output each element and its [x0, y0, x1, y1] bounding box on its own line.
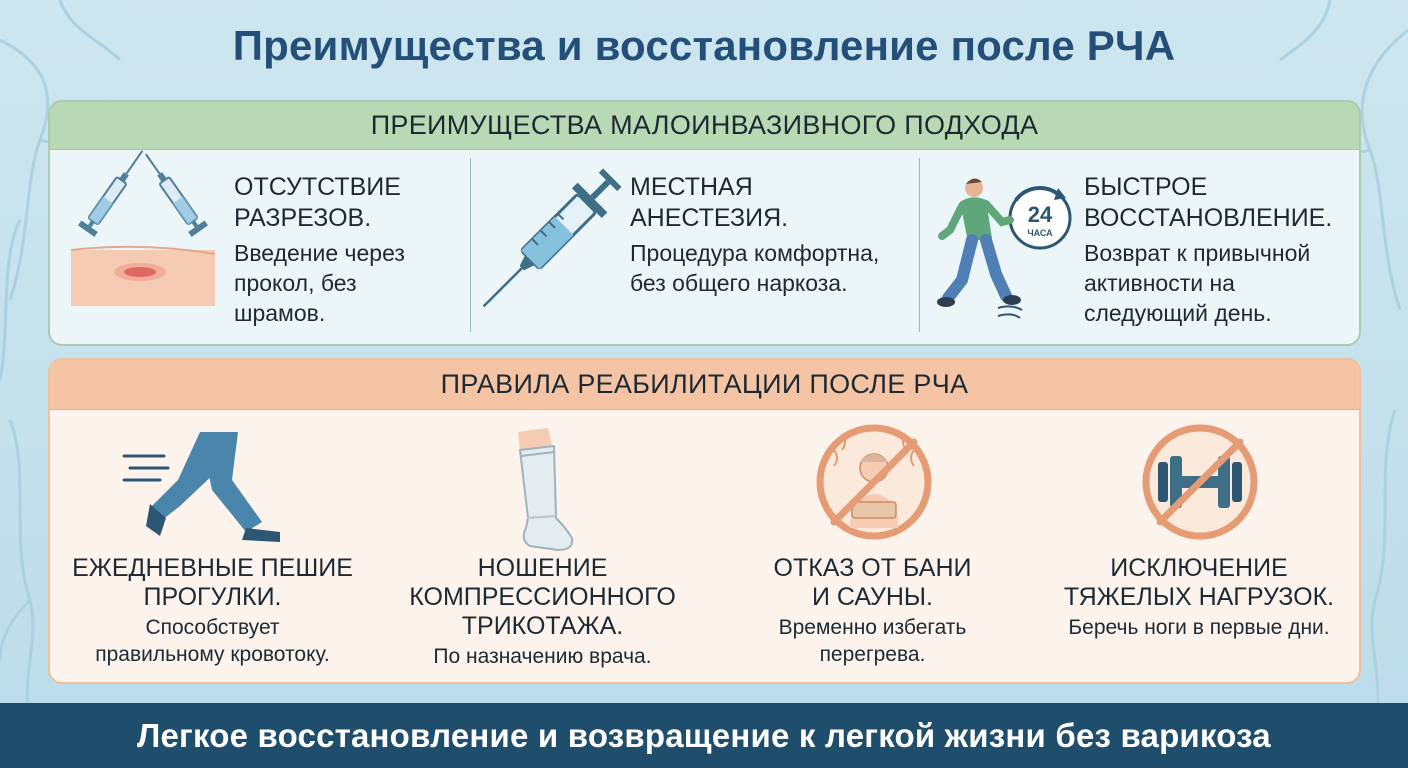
- rule-title: ИСКЛЮЧЕНИЕ: [1110, 554, 1288, 582]
- advantage-fast-recovery: 24 ЧАСА БЫСТРОЕ ВОССТАНОВЛЕНИЕ. Возврат …: [932, 150, 1357, 340]
- advantage-title: ВОССТАНОВЛЕНИЕ.: [1084, 204, 1333, 232]
- injection-skin-icon: [70, 150, 216, 306]
- rule-desc: перегрева.: [819, 643, 926, 666]
- advantage-desc: Процедура комфортна,: [630, 240, 880, 266]
- rule-desc: Временно избегать: [778, 616, 967, 639]
- syringe-icon: [482, 168, 622, 308]
- rule-no-heavy-loads: ИСКЛЮЧЕНИЕ ТЯЖЕЛЫХ НАГРУЗОК. Беречь ноги…: [1040, 410, 1358, 680]
- divider: [919, 158, 920, 332]
- rules-header: ПРАВИЛА РЕАБИЛИТАЦИИ ПОСЛЕ РЧА: [50, 360, 1359, 410]
- advantage-title: РАЗРЕЗОВ.: [234, 204, 372, 232]
- advantage-desc: без общего наркоза.: [630, 270, 848, 296]
- rule-title: НОШЕНИЕ: [477, 554, 608, 582]
- advantage-title: МЕСТНАЯ: [630, 173, 753, 201]
- advantage-local-anesthesia: МЕСТНАЯ АНЕСТЕЗИЯ. Процедура комфортна, …: [480, 150, 910, 340]
- rule-compression-wear: НОШЕНИЕ КОМПРЕССИОННОГО ТРИКОТАЖА. По на…: [380, 410, 705, 680]
- rule-title: КОМПРЕССИОННОГО: [409, 583, 676, 611]
- rule-title: ПРОГУЛКИ.: [143, 583, 282, 611]
- advantage-no-incisions: ОТСУТСТВИЕ РАЗРЕЗОВ. Введение через прок…: [68, 150, 468, 340]
- walking-legs-icon: [122, 432, 280, 542]
- advantages-panel: ПРЕИМУЩЕСТВА МАЛОИНВАЗИВНОГО ПОДХОДА: [48, 100, 1361, 346]
- rule-desc: Способствует: [145, 616, 280, 639]
- clock-unit: ЧАСА: [1027, 228, 1053, 238]
- rule-desc: Беречь ноги в первые дни.: [1068, 616, 1330, 639]
- advantage-desc: Введение через: [234, 240, 405, 266]
- rule-title: ТРИКОТАЖА.: [461, 612, 624, 640]
- rule-no-sauna: ОТКАЗ ОТ БАНИ И САУНЫ. Временно избегать…: [710, 410, 1035, 680]
- clock-number: 24: [1028, 202, 1053, 227]
- rule-daily-walks: ЕЖЕДНЕВНЫЕ ПЕШИЕ ПРОГУЛКИ. Способствует …: [50, 410, 375, 680]
- rehab-rules-panel: ПРАВИЛА РЕАБИЛИТАЦИИ ПОСЛЕ РЧА ЕЖЕДНЕВНЫ…: [48, 358, 1361, 684]
- rule-title: ОТКАЗ ОТ БАНИ: [773, 554, 972, 582]
- page-title: Преимущества и восстановление после РЧА: [232, 22, 1176, 69]
- rule-desc: правильному кровотоку.: [95, 643, 330, 666]
- walking-person-clock-icon: 24 ЧАСА: [937, 178, 1072, 319]
- compression-stocking-icon: [518, 428, 574, 552]
- advantage-title: АНЕСТЕЗИЯ.: [630, 204, 789, 232]
- advantage-title: ОТСУТСТВИЕ: [234, 173, 401, 201]
- no-dumbbell-icon: [1142, 424, 1258, 540]
- rule-title: И САУНЫ.: [811, 583, 933, 611]
- no-sauna-icon: [816, 424, 932, 540]
- advantage-desc: следующий день.: [1084, 300, 1272, 326]
- advantage-desc: Возврат к привычной: [1084, 240, 1311, 266]
- rule-title: ТЯЖЕЛЫХ НАГРУЗОК.: [1063, 583, 1335, 611]
- rule-desc: По назначению врача.: [433, 645, 652, 668]
- advantage-desc: активности на: [1084, 270, 1235, 296]
- footer-banner: Легкое восстановление и возвращение к ле…: [0, 703, 1408, 768]
- rule-title: ЕЖЕДНЕВНЫЕ ПЕШИЕ: [72, 554, 353, 582]
- advantages-header: ПРЕИМУЩЕСТВА МАЛОИНВАЗИВНОГО ПОДХОДА: [50, 102, 1359, 150]
- advantage-desc: шрамов.: [234, 300, 326, 326]
- advantage-title: БЫСТРОЕ: [1084, 173, 1208, 201]
- divider: [470, 158, 471, 332]
- advantage-desc: прокол, без: [234, 270, 357, 296]
